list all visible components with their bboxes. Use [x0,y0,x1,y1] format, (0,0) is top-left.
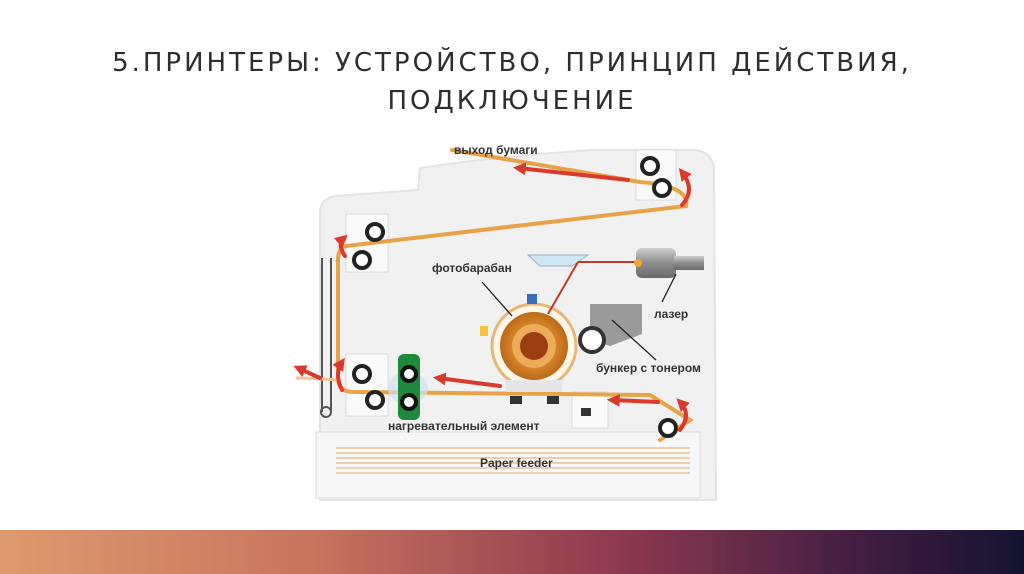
mirror-icon [526,254,590,267]
pickup-roller [658,418,678,438]
laser-unit [634,248,704,278]
label-laser: лазер [654,307,688,321]
upper-left-roller-top [365,222,385,242]
bottom-accent-bar [0,530,1024,574]
slide-title-line-1: 5.ПРИНТЕРЫ: УСТРОЙСТВО, ПРИНЦИП ДЕЙСТВИЯ… [112,48,912,78]
exit-roller-bottom [652,178,672,198]
heater-element [388,354,428,420]
label-photodrum: фотобарабан [432,261,512,275]
paper-feeder-tray [336,447,690,474]
exit-roller-top [640,156,660,176]
slide-title-line-2: ПОДКЛЮЧЕНИЕ [387,86,637,116]
printer-diagram: выход бумаги фотобарабан лазер бункер с … [293,143,718,501]
label-pointers [481,273,677,361]
slide-title: 5.ПРИНТЕРЫ: УСТРОЙСТВО, ПРИНЦИП ДЕЙСТВИЯ… [40,44,984,120]
label-paper-out: выход бумаги [454,143,538,157]
label-toner-hopper: бункер с тонером [596,361,701,375]
photodrum [480,294,578,392]
feed-arrows [293,162,692,432]
label-paper-feeder: Paper feeder [480,456,553,470]
paper-exit-left [295,376,339,382]
upper-left-roller-bottom [352,250,372,270]
label-heater: нагревательный элемент [388,419,540,433]
laser-beam [547,261,640,315]
rollers [352,156,678,438]
transfer-contacts [510,396,591,416]
lower-left-roller-top [352,364,372,384]
left-belt [320,258,332,418]
lower-left-roller-bottom [365,390,385,410]
